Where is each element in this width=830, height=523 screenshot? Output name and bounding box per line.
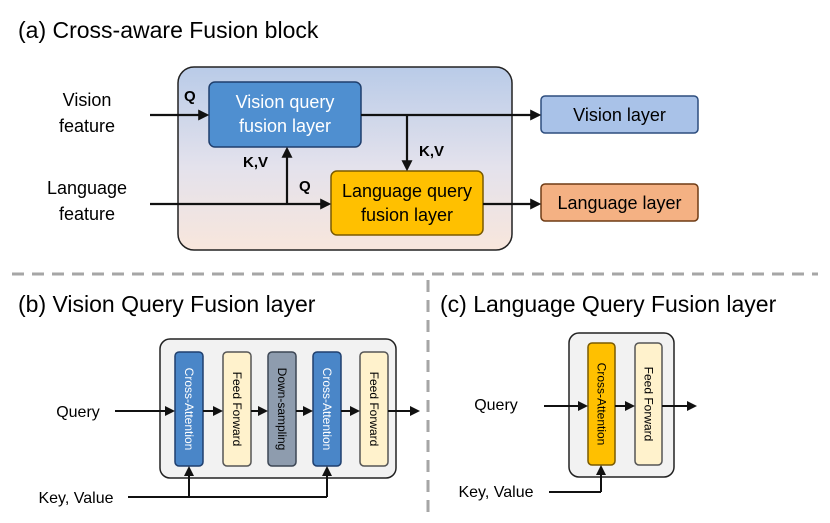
q-label-vision: Q [184, 88, 196, 105]
panel-c-cross-attention-label: Cross-Attention [595, 363, 609, 446]
language-layer-label: Language layer [557, 193, 681, 213]
language-query-fusion-layer-label-line1: Language query [342, 181, 472, 201]
panel-b-cross-attention-1-label: Cross-Attention [182, 368, 196, 451]
panel-c-query-label: Query [474, 397, 518, 414]
panel-b: (b) Vision Query Fusion layer Query Key,… [18, 291, 420, 507]
panel-a-title: (a) Cross-aware Fusion block [18, 17, 319, 43]
kv-label-right: K,V [419, 143, 444, 160]
panel-b-feed-forward-1 [222, 351, 252, 467]
q-label-language: Q [299, 178, 311, 195]
vision-feature-label-line2: feature [59, 116, 115, 136]
panel-b-title: (b) Vision Query Fusion layer [18, 291, 316, 317]
kv-label-left: K,V [243, 154, 268, 171]
panel-b-key-value-label: Key, Value [38, 490, 113, 507]
panel-b-feed-forward-2 [359, 351, 389, 467]
vision-feature-label-line1: Vision [63, 90, 112, 110]
language-feature-label-line1: Language [47, 178, 127, 198]
language-feature-label-line2: feature [59, 204, 115, 224]
panel-c-feed-forward [634, 342, 663, 466]
panel-b-down-sampling-label: Down-sampling [275, 368, 289, 451]
vision-query-fusion-layer-label-line1: Vision query [236, 92, 335, 112]
panel-c-feed-forward-label: Feed Forward [642, 367, 656, 442]
panel-c: (c) Language Query Fusion layer Query Ke… [440, 291, 777, 501]
panel-b-down-sampling [267, 351, 297, 467]
panel-b-cross-attention-2-label: Cross-Attention [320, 368, 334, 451]
panel-c-title: (c) Language Query Fusion layer [440, 291, 777, 317]
panel-a: (a) Cross-aware Fusion block Vision feat… [18, 17, 699, 251]
panel-c-key-value-label: Key, Value [458, 484, 533, 501]
panel-b-feed-forward-2-label: Feed Forward [367, 372, 381, 447]
language-query-fusion-layer-label-line2: fusion layer [361, 205, 453, 225]
vision-layer-label: Vision layer [573, 105, 666, 125]
panel-b-query-label: Query [56, 404, 100, 421]
vision-query-fusion-layer-label-line2: fusion layer [239, 116, 331, 136]
panel-b-feed-forward-1-label: Feed Forward [230, 372, 244, 447]
